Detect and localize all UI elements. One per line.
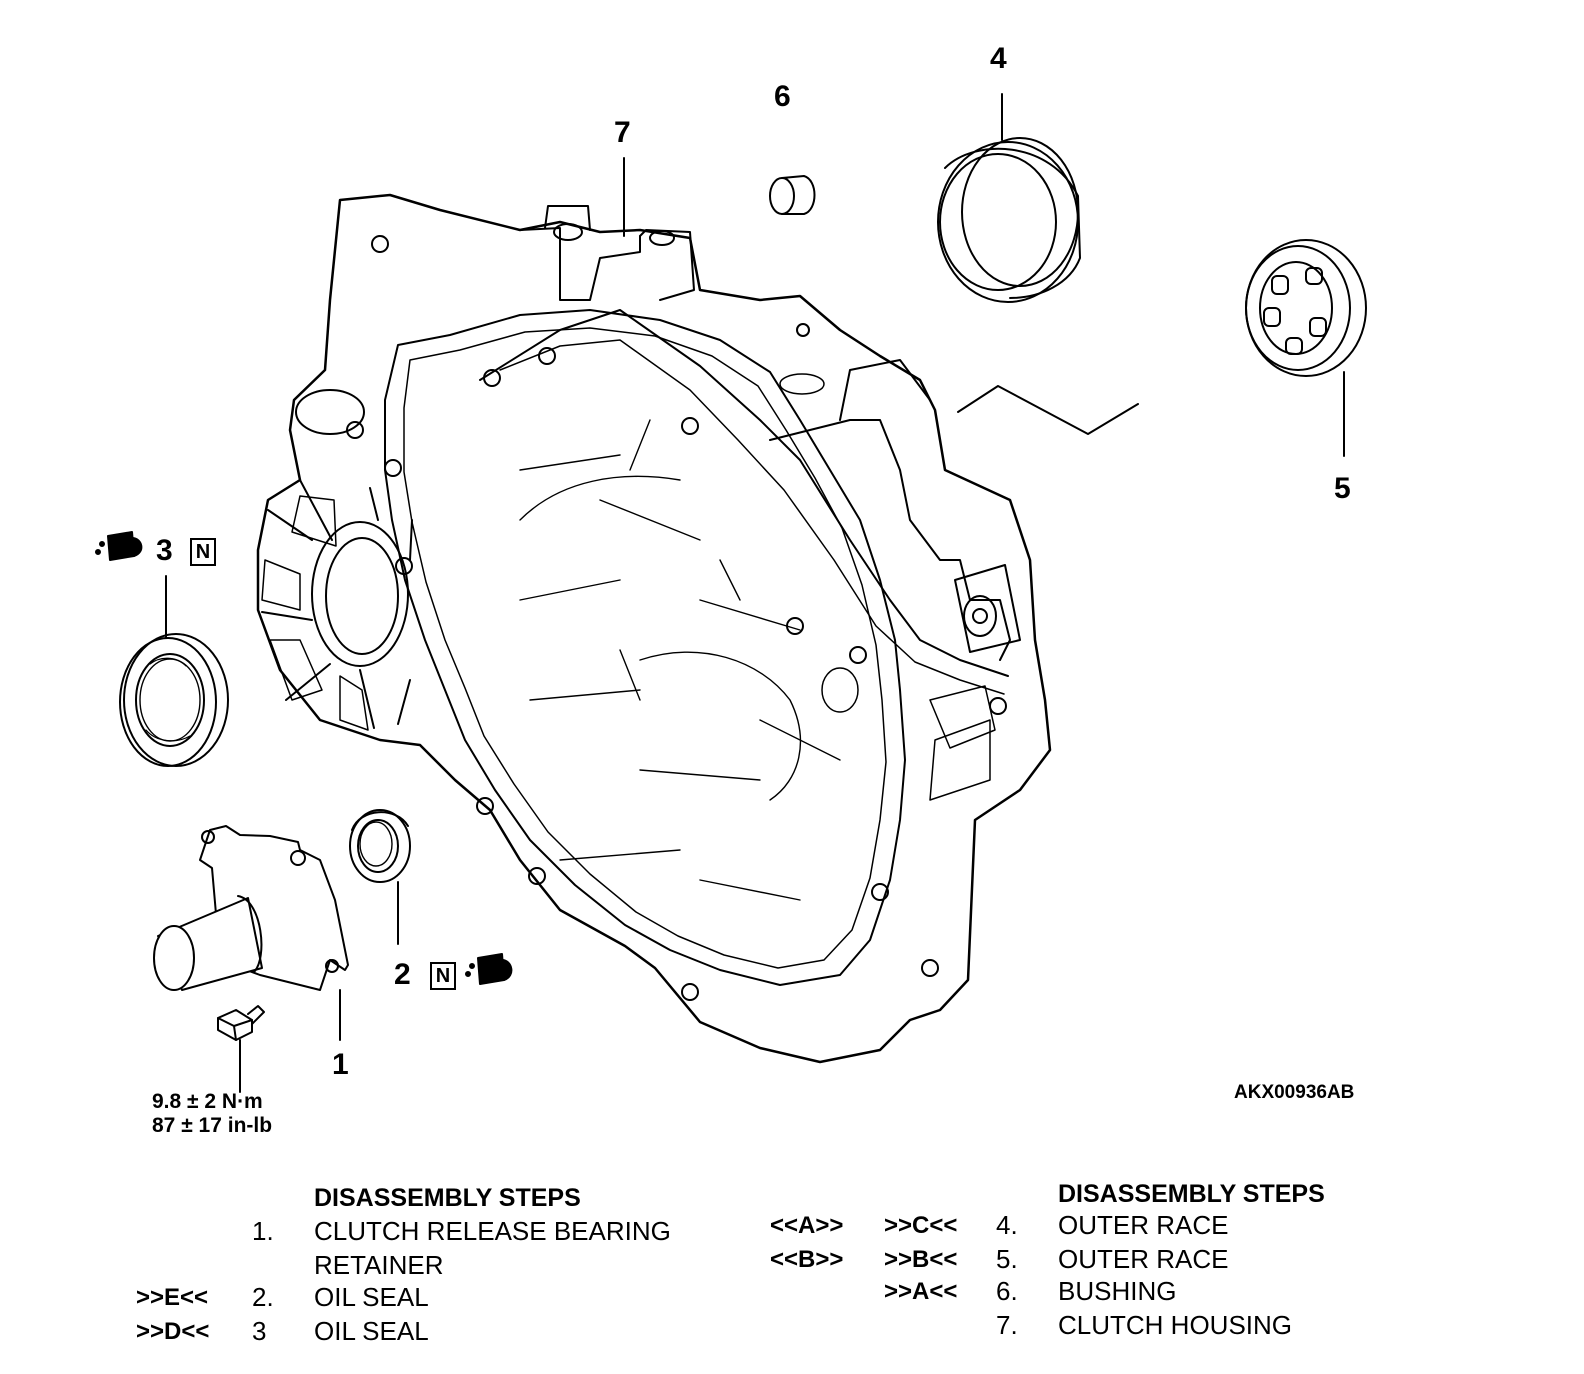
step-label: OIL SEAL	[314, 1316, 429, 1346]
step-number: 3	[252, 1316, 267, 1346]
step-ref: >>E<<	[136, 1284, 209, 1311]
outer-race-4	[937, 137, 1081, 303]
grease-apply-icon	[95, 531, 143, 561]
step-number: 7.	[996, 1310, 1018, 1340]
new-part-icon: N	[190, 538, 216, 566]
step-number: 4.	[996, 1210, 1018, 1240]
bushing	[769, 175, 816, 215]
new-part-icon: N	[430, 962, 456, 990]
step-label: BUSHING	[1058, 1276, 1177, 1306]
callout-4: 4	[990, 42, 1007, 75]
callout-7: 7	[614, 116, 631, 149]
step-ref: >>A<<	[884, 1278, 958, 1305]
callout-5: 5	[1334, 472, 1351, 505]
steps-right-heading: DISASSEMBLY STEPS	[1058, 1180, 1325, 1208]
oil-seal-large	[119, 633, 229, 767]
callout-3: 3	[156, 534, 173, 567]
outer-race-5	[1245, 239, 1367, 377]
step-ref: <<A>>	[770, 1212, 844, 1239]
step-label: OUTER RACE	[1058, 1244, 1229, 1274]
step-ref: >>B<<	[884, 1246, 958, 1273]
bearing-retainer	[153, 825, 349, 991]
oil-seal-small	[349, 809, 411, 883]
step-label-continued: RETAINER	[314, 1250, 444, 1280]
step-number: 1.	[252, 1216, 274, 1246]
torque-metric: 9.8 ± 2 N·m	[152, 1090, 263, 1113]
step-ref: <<B>>	[770, 1246, 844, 1273]
clutch-housing	[256, 193, 1052, 1064]
step-number: 5.	[996, 1244, 1018, 1274]
leader-lines	[165, 93, 1345, 1093]
step-number: 6.	[996, 1276, 1018, 1306]
step-label: CLUTCH HOUSING	[1058, 1310, 1293, 1340]
grease-apply-icon	[465, 953, 513, 985]
callout-1: 1	[332, 1048, 349, 1081]
callout-2: 2	[394, 958, 411, 991]
torque-imperial: 87 ± 17 in-lb	[152, 1114, 273, 1137]
steps-left-heading: DISASSEMBLY STEPS	[314, 1184, 581, 1212]
step-ref: >>D<<	[136, 1318, 210, 1345]
callout-6: 6	[774, 80, 791, 113]
figure-code: AKX00936AB	[1234, 1082, 1355, 1103]
step-number: 2.	[252, 1282, 274, 1312]
retainer-bolt	[217, 1005, 265, 1041]
step-ref: >>C<<	[884, 1212, 958, 1239]
step-label: OIL SEAL	[314, 1282, 429, 1312]
step-label: CLUTCH RELEASE BEARING	[314, 1216, 671, 1246]
step-label: OUTER RACE	[1058, 1210, 1229, 1240]
